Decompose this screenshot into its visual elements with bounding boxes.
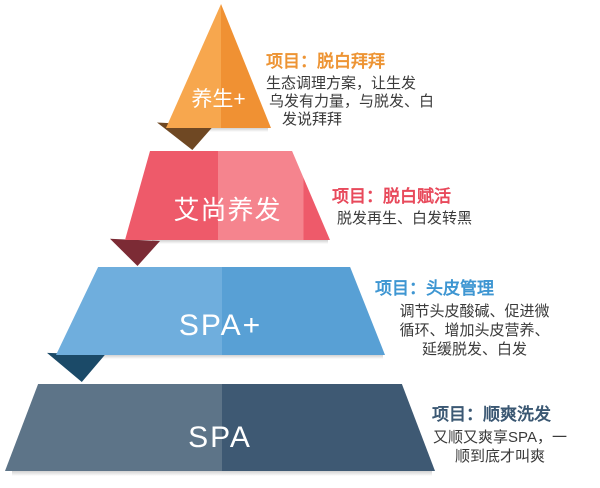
annotation-line: 循环、增加头皮营养、	[399, 322, 550, 339]
level-1-annotation-title: 项目：脱白拜拜	[266, 52, 385, 71]
level-4-annotation-title: 项目：顺爽洗发	[432, 405, 551, 424]
annotation-line: 顺到底才叫爽	[454, 448, 545, 465]
level-1-label: 养生+	[191, 88, 246, 111]
level-2-label: 艾尚养发	[173, 195, 282, 225]
annotation-line: 生态调理方案，让生发	[266, 75, 417, 92]
level-3-annotation: 项目：头皮管理 调节头皮酸碱、促进微 循环、增加头皮营养、 延缓脱发、白发	[372, 274, 577, 359]
level-3-fold-shadow	[47, 352, 105, 382]
level-3-annotation-body: 调节头皮酸碱、促进微 循环、增加头皮营养、 延缓脱发、白发	[372, 302, 577, 359]
level-2-annotation-title: 项目：脱白赋活	[332, 187, 451, 206]
annotation-line: 发说拜拜	[282, 111, 343, 128]
level-3-band	[56, 267, 385, 355]
level-4-base-shadow	[12, 471, 432, 476]
annotation-line: 乌发有力量，与脱发、白	[269, 93, 435, 110]
level-2-fold-shadow	[110, 238, 160, 266]
level-2-annotation: 项目：脱白赋活 脱发再生、白发转黑	[332, 182, 472, 228]
level-4-label: SPA	[188, 421, 252, 454]
level-4-band	[5, 384, 435, 471]
level-4-annotation-body: 又顺又爽享SPA，一 顺到底才叫爽	[416, 428, 584, 466]
level-2-band	[125, 151, 330, 240]
level-2-annotation-body: 脱发再生、白发转黑	[332, 210, 472, 228]
level-4-annotation: 项目：顺爽洗发 又顺又爽享SPA，一 顺到底才叫爽	[416, 400, 584, 466]
annotation-line: 调节头皮酸碱、促进微	[399, 303, 550, 320]
annotation-line: 又顺又爽享SPA，一	[433, 429, 567, 446]
level-1-base-shadow	[172, 128, 268, 132]
level-3-annotation-title: 项目：头皮管理	[375, 279, 494, 298]
level-1-annotation: 项目：脱白拜拜 生态调理方案，让生发 乌发有力量，与脱发、白 发说拜拜	[266, 47, 434, 129]
level-1-annotation-body: 生态调理方案，让生发 乌发有力量，与脱发、白 发说拜拜	[266, 75, 434, 129]
annotation-line: 延缓脱发、白发	[421, 341, 527, 358]
level-3-label: SPA+	[178, 309, 263, 342]
level-2-base-shadow	[152, 240, 328, 244]
level-3-base-shadow	[98, 355, 383, 359]
annotation-line: 脱发再生、白发转黑	[337, 210, 473, 227]
